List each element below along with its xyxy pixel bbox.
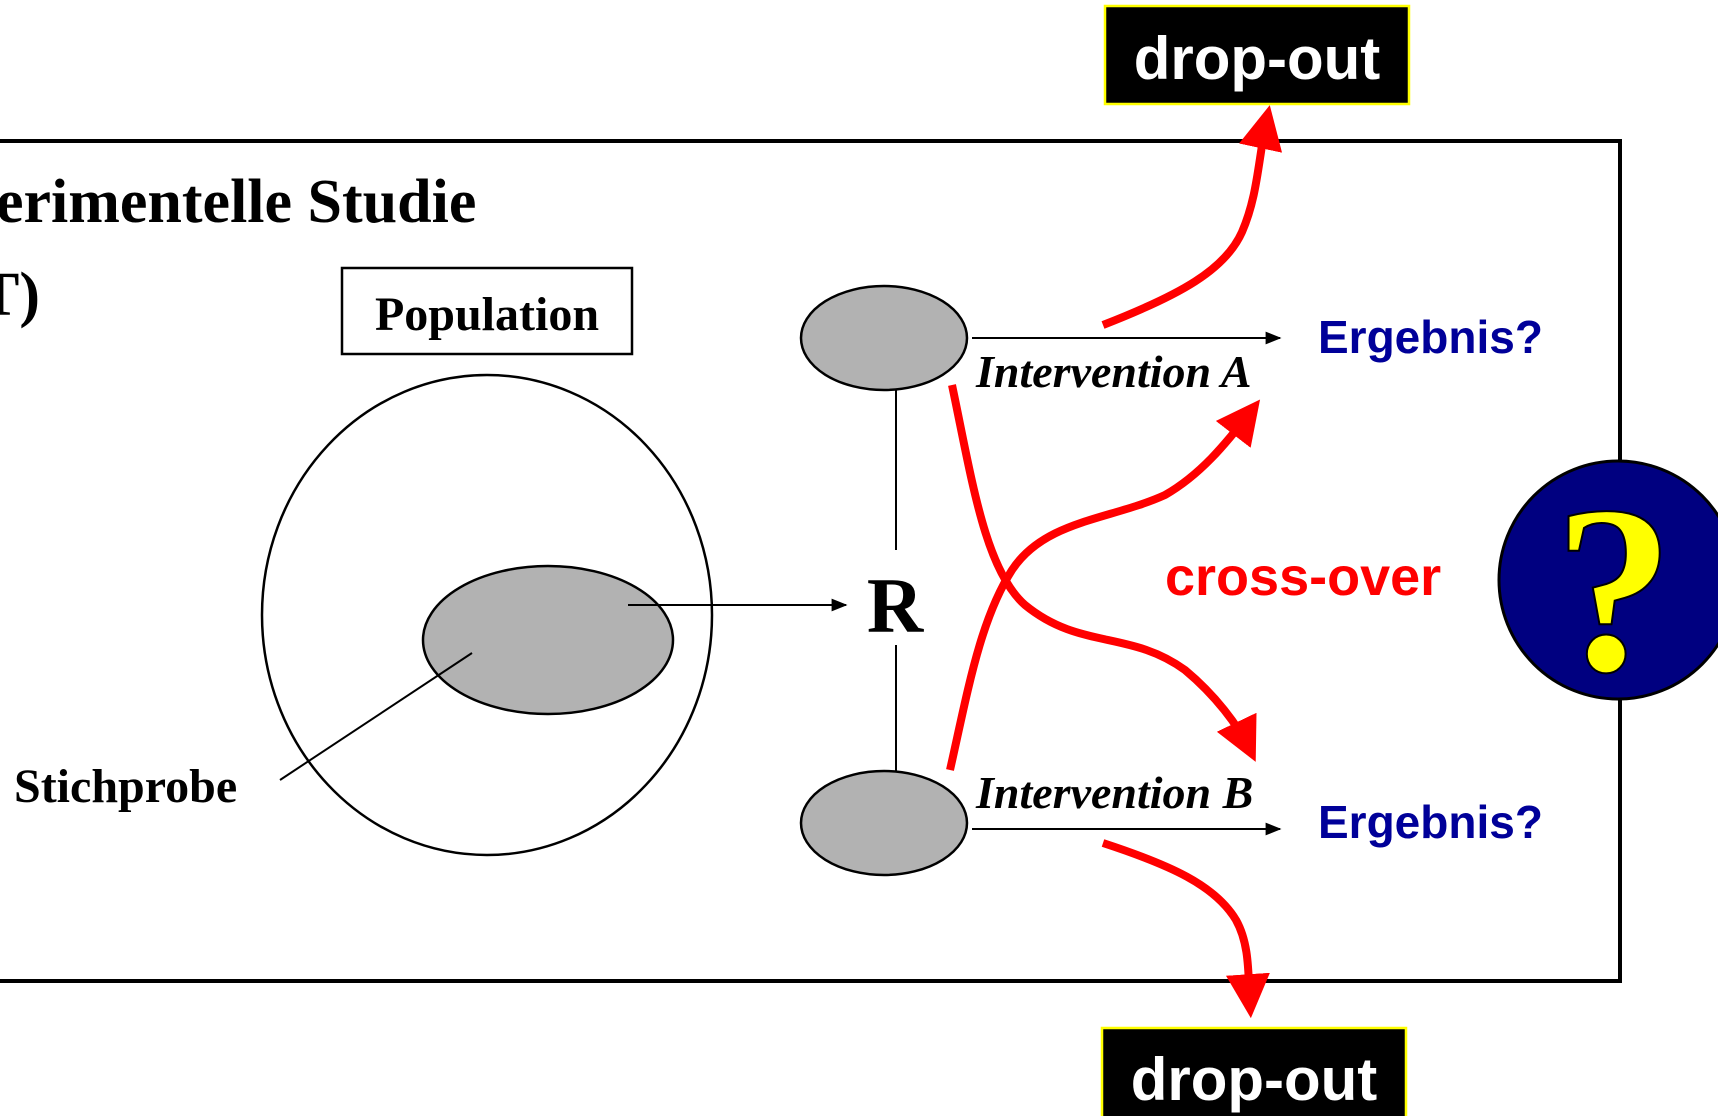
drop-out-top-label: drop-out	[1134, 25, 1381, 92]
population-circle	[260, 373, 714, 857]
sample-label: Stichprobe	[14, 760, 237, 813]
drop-out-bottom-arrow	[1101, 839, 1270, 1019]
question-circle	[1497, 459, 1718, 701]
population-box	[340, 266, 634, 356]
intervention-a-label: Intervention A	[975, 346, 1252, 397]
drop-out-bottom-label: drop-out	[1131, 1046, 1378, 1113]
cross-over-b-to-a-arrow	[946, 399, 1261, 771]
result-b-label: Ergebnis?	[1318, 796, 1543, 848]
title-line-1: erimentelle Studie	[0, 168, 476, 236]
randomization-label: R	[867, 562, 925, 649]
sample-pointer-line	[279, 652, 473, 781]
drop-out-top-arrow	[1101, 105, 1283, 329]
drop-out-top-badge	[1103, 4, 1411, 106]
result-a-label: Ergebnis?	[1318, 311, 1543, 363]
cross-over-a-to-b-arrow	[948, 384, 1257, 762]
title-line-2: T)	[0, 261, 40, 329]
cross-over-label: cross-over	[1165, 547, 1441, 607]
group-a-ellipse	[799, 284, 969, 392]
drop-out-bottom-badge	[1100, 1026, 1408, 1116]
population-label: Population	[375, 288, 599, 341]
intervention-b-label: Intervention B	[975, 767, 1253, 818]
question-mark: ?	[1554, 456, 1674, 722]
sample-ellipse	[421, 564, 675, 716]
group-b-ellipse	[799, 769, 969, 877]
